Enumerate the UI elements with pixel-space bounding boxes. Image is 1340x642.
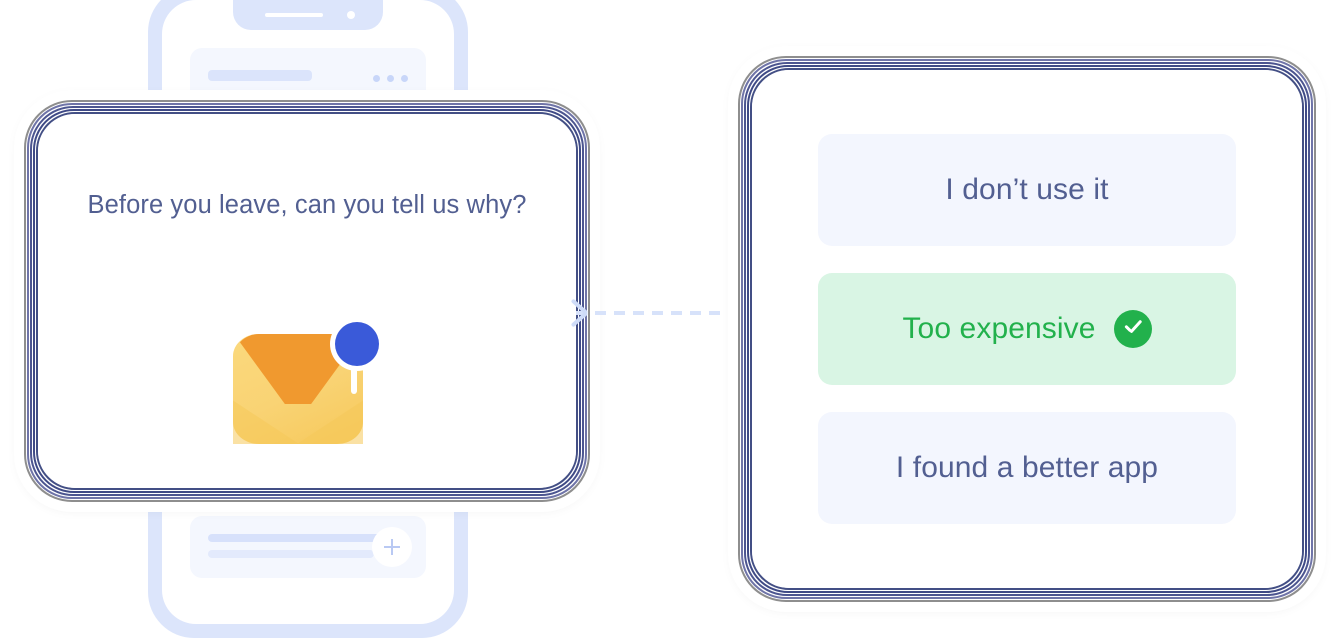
notification-badge-icon — [335, 322, 379, 366]
ellipsis-icon[interactable] — [373, 75, 408, 82]
survey-prompt-card: Before you leave, can you tell us why? — [24, 100, 590, 502]
survey-options-list: I don’t use it Too expensive I found a b… — [818, 134, 1236, 524]
placeholder-title-bar — [208, 70, 312, 81]
option-row[interactable]: I don’t use it — [818, 134, 1236, 246]
option-row[interactable]: I found a better app — [818, 412, 1236, 524]
pin-stem-icon — [351, 360, 357, 394]
check-circle-icon — [1113, 310, 1152, 348]
option-label: I don’t use it — [945, 173, 1109, 206]
option-label: I found a better app — [895, 451, 1159, 484]
card-frame-ring — [741, 59, 1313, 599]
survey-options-card: I don’t use it Too expensive I found a b… — [738, 56, 1316, 602]
card-frame-ring — [750, 68, 1304, 590]
card-frame-ring — [747, 65, 1307, 593]
card-frame-ring — [27, 103, 587, 499]
card-frame-ring — [30, 106, 584, 496]
card-frame-ring — [33, 109, 581, 493]
dashed-arrow-connector — [576, 311, 772, 315]
phone-notch — [233, 0, 383, 30]
survey-prompt-text: Before you leave, can you tell us why? — [87, 191, 527, 219]
placeholder-line — [208, 534, 404, 542]
envelope-illustration — [233, 322, 381, 454]
card-frame-ring — [24, 100, 590, 502]
phone-bottom-card — [190, 516, 426, 578]
option-row-selected[interactable]: Too expensive — [818, 273, 1236, 385]
card-frame-ring — [738, 56, 1316, 602]
speaker-icon — [265, 13, 323, 17]
arrowhead-right-icon — [570, 296, 598, 330]
option-label: Too expensive — [902, 312, 1096, 345]
front-camera-icon — [347, 11, 355, 19]
card-frame-ring — [744, 62, 1310, 596]
plus-icon[interactable] — [372, 527, 412, 567]
placeholder-line — [208, 550, 374, 558]
